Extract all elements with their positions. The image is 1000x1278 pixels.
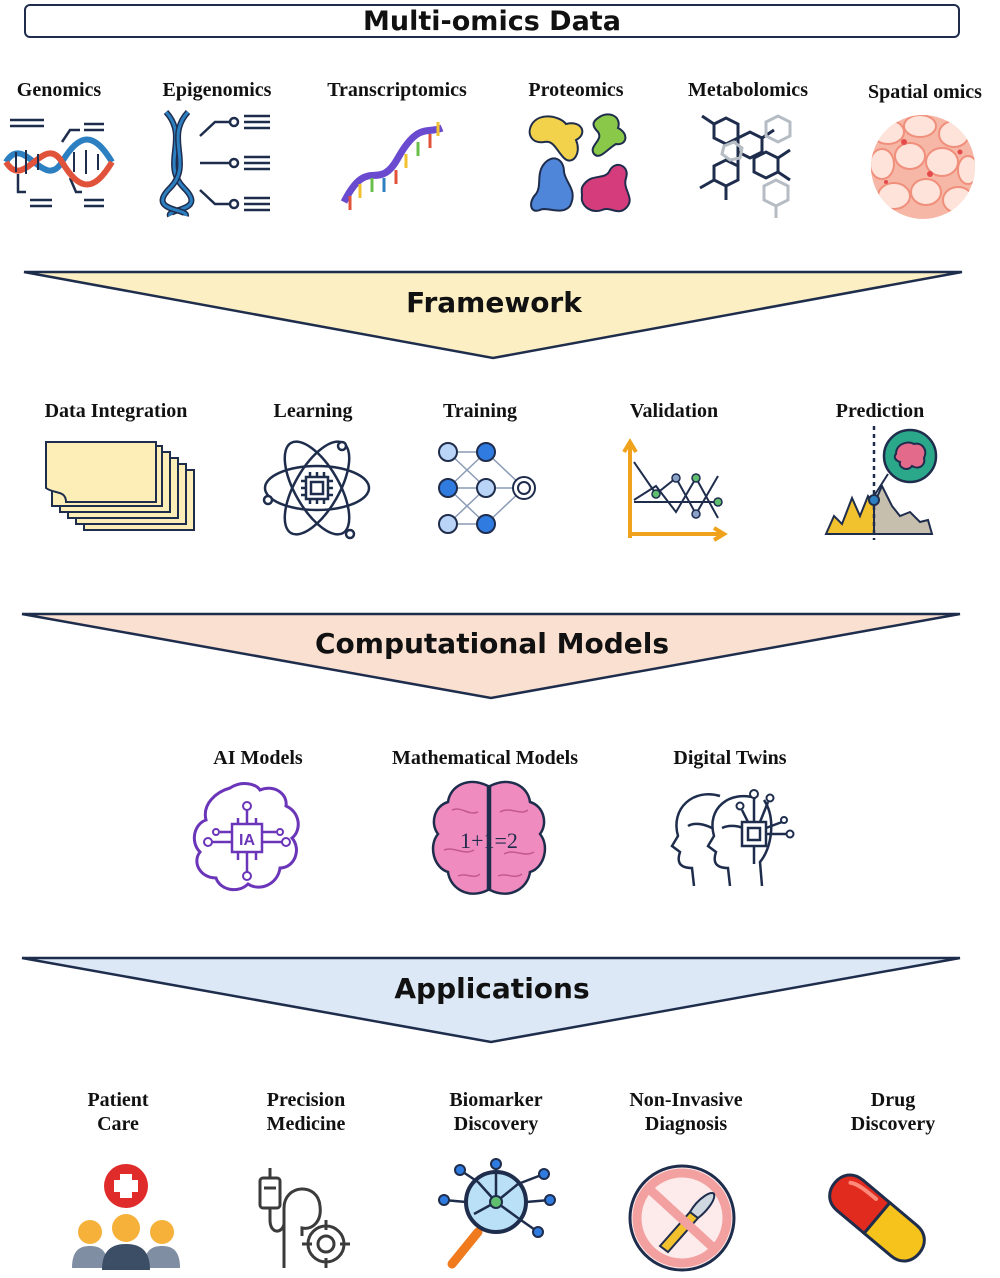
epigenetic-dna-icon	[159, 109, 270, 218]
ai-brain-chip-icon: IA	[192, 782, 300, 892]
model-label-ai: AI Models	[213, 747, 303, 769]
rna-strand-icon	[340, 122, 444, 210]
line-chart-icon	[622, 438, 728, 542]
app-label-precision-medicine: Precision Medicine	[236, 1088, 376, 1136]
omics-label-spatial: Spatial omics	[868, 81, 982, 103]
step-label-training: Training	[442, 400, 518, 422]
app-label-noninvasive-line2: Diagnosis	[644, 1113, 728, 1135]
prediction-chart-icon	[824, 426, 938, 540]
patient-care-icon	[72, 1164, 180, 1270]
ai-chip-text: IA	[239, 832, 255, 849]
app-label-biomarker-line2: Discovery	[453, 1113, 539, 1135]
biomarker-search-icon	[438, 1158, 556, 1269]
model-label-math: Mathematical Models	[391, 747, 579, 769]
step-label-prediction: Prediction	[835, 400, 925, 422]
model-label-digital-twins: Digital Twins	[673, 747, 787, 769]
dna-helix-icon	[3, 118, 115, 208]
app-label-precision-line1: Precision	[266, 1089, 346, 1111]
app-label-drug-line1: Drug	[870, 1089, 916, 1111]
neural-network-icon	[438, 442, 536, 534]
app-label-drug-line2: Discovery	[850, 1113, 936, 1135]
app-label-patient-care: Patient Care	[54, 1088, 182, 1136]
models-banner	[21, 612, 961, 700]
app-label-biomarker-discovery: Biomarker Discovery	[424, 1088, 568, 1136]
stacked-pages-icon	[45, 441, 195, 531]
omics-label-metabolomics: Metabolomics	[688, 79, 808, 101]
app-label-noninvasive-line1: Non-Invasive	[629, 1089, 743, 1111]
twin-heads-icon	[670, 789, 795, 887]
math-equation: 1+1=2	[460, 828, 518, 853]
omics-label-proteomics: Proteomics	[528, 79, 624, 101]
step-label-learning: Learning	[273, 400, 353, 422]
framework-banner	[23, 270, 963, 360]
applications-banner	[21, 956, 961, 1044]
app-label-biomarker-line1: Biomarker	[449, 1089, 543, 1111]
app-label-non-invasive-diagnosis: Non-Invasive Diagnosis	[604, 1088, 768, 1136]
tissue-cells-icon	[871, 115, 975, 219]
math-brain-icon: 1+1=2	[431, 780, 547, 895]
protein-blobs-icon	[528, 113, 631, 213]
app-label-patient-care-line1: Patient	[87, 1089, 149, 1111]
step-label-validation: Validation	[629, 400, 719, 422]
step-label-data-integration: Data Integration	[44, 400, 188, 422]
omics-label-transcriptomics: Transcriptomics	[327, 79, 467, 101]
no-scalpel-icon	[628, 1164, 736, 1272]
atom-chip-icon	[262, 440, 371, 540]
framework-label: Framework	[406, 286, 582, 319]
multi-omics-title: Multi-omics Data	[24, 4, 960, 38]
models-label: Computational Models	[314, 627, 669, 660]
app-label-patient-care-line2: Care	[97, 1113, 139, 1135]
capsule-icon	[828, 1173, 926, 1263]
app-label-precision-line2: Medicine	[266, 1113, 346, 1135]
applications-label: Applications	[394, 972, 590, 1005]
precision-medicine-icon	[258, 1168, 350, 1268]
molecule-structure-icon	[699, 114, 792, 218]
omics-label-epigenomics: Epigenomics	[162, 79, 272, 101]
app-label-drug-discovery: Drug Discovery	[826, 1088, 960, 1136]
omics-label-genomics: Genomics	[16, 79, 102, 101]
